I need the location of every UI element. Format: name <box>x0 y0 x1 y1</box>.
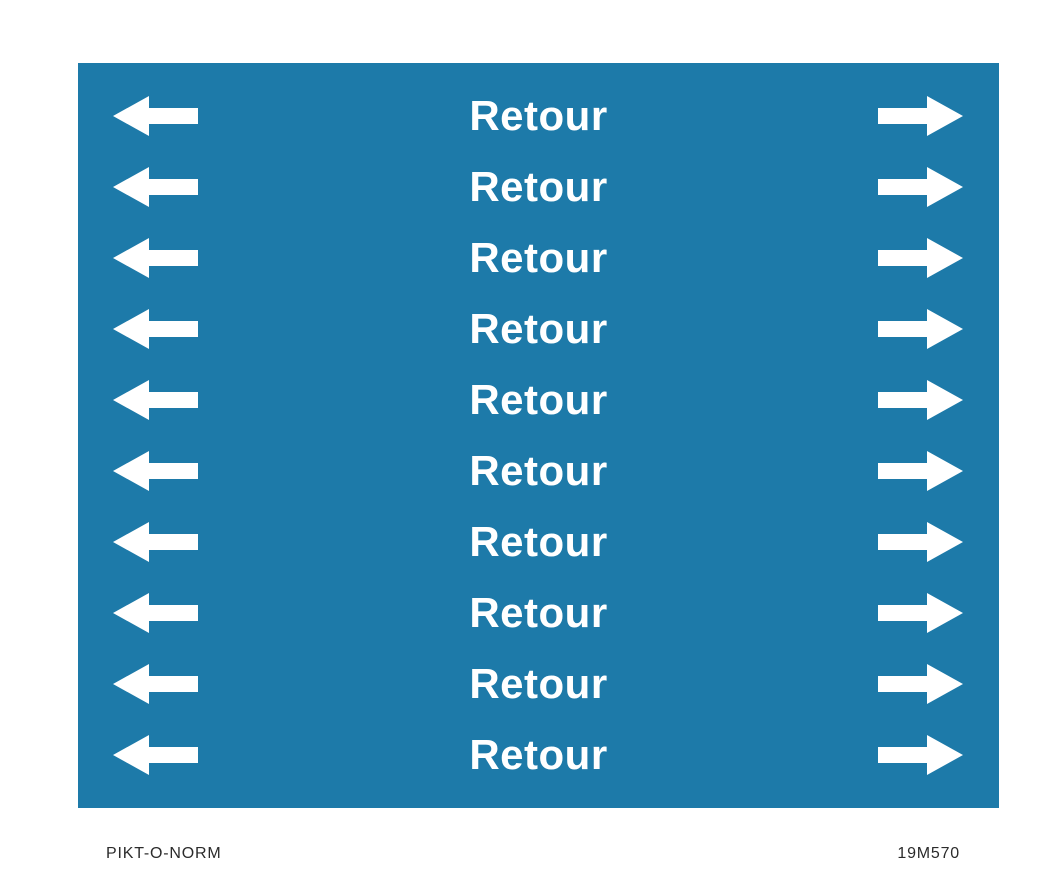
right-arrow-icon <box>878 734 963 775</box>
right-arrow-icon <box>878 450 963 491</box>
label-row: Retour <box>78 719 999 790</box>
label-row: Retour <box>78 365 999 436</box>
right-arrow-icon <box>878 238 963 279</box>
flow-direction-label: Retour <box>469 446 608 494</box>
right-arrow-icon <box>878 521 963 562</box>
label-row: Retour <box>78 577 999 648</box>
flow-direction-label: Retour <box>469 730 608 778</box>
label-row: Retour <box>78 506 999 577</box>
left-arrow-icon <box>113 521 198 562</box>
left-arrow-icon <box>113 96 198 137</box>
left-arrow-icon <box>113 663 198 704</box>
footer: PIKT-O-NORM 19M570 <box>0 845 1063 863</box>
label-row: Retour <box>78 223 999 294</box>
flow-direction-label: Retour <box>469 92 608 140</box>
label-row: Retour <box>78 81 999 152</box>
right-arrow-icon <box>878 380 963 421</box>
product-code-label: 19M570 <box>897 845 960 862</box>
right-arrow-icon <box>878 309 963 350</box>
label-row: Retour <box>78 436 999 507</box>
left-arrow-icon <box>113 309 198 350</box>
left-arrow-icon <box>113 380 198 421</box>
flow-direction-label: Retour <box>469 588 608 636</box>
right-arrow-icon <box>878 663 963 704</box>
right-arrow-icon <box>878 167 963 208</box>
left-arrow-icon <box>113 734 198 775</box>
label-panel: Retour Retour Retour <box>78 63 999 808</box>
left-arrow-icon <box>113 450 198 491</box>
left-arrow-icon <box>113 238 198 279</box>
flow-direction-label: Retour <box>469 163 608 211</box>
label-row: Retour <box>78 152 999 223</box>
label-row: Retour <box>78 648 999 719</box>
right-arrow-icon <box>878 96 963 137</box>
flow-direction-label: Retour <box>469 305 608 353</box>
flow-direction-label: Retour <box>469 659 608 707</box>
label-row: Retour <box>78 294 999 365</box>
flow-direction-label: Retour <box>469 517 608 565</box>
left-arrow-icon <box>113 592 198 633</box>
flow-direction-label: Retour <box>469 234 608 282</box>
flow-direction-label: Retour <box>469 376 608 424</box>
brand-label: PIKT-O-NORM <box>106 845 222 862</box>
right-arrow-icon <box>878 592 963 633</box>
left-arrow-icon <box>113 167 198 208</box>
